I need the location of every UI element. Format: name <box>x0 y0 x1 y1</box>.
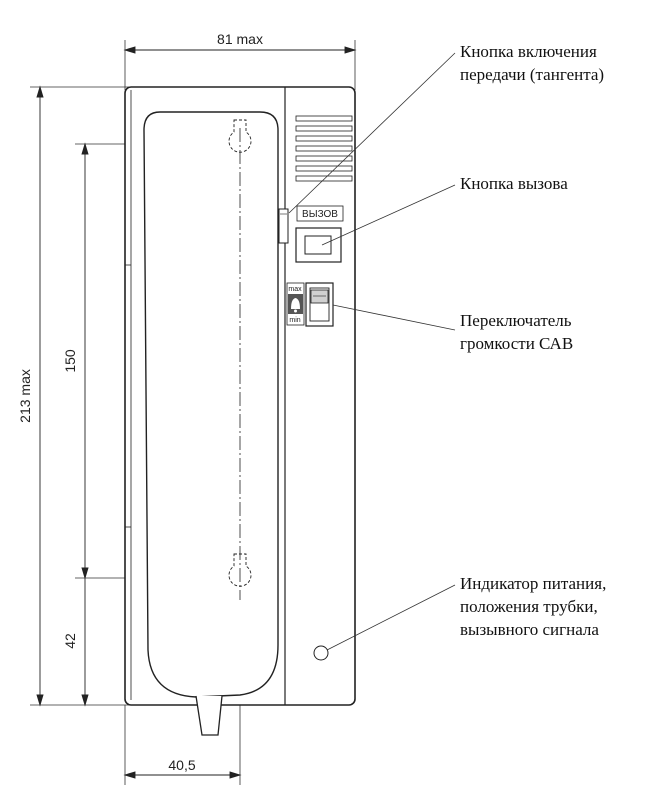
leader-lines <box>288 52 456 651</box>
volume-min-label: min <box>289 317 300 324</box>
callout-call-button: Кнопка вызова <box>460 174 568 193</box>
callout-volume-line2: громкости САВ <box>460 334 573 353</box>
volume-switch-knob[interactable] <box>310 289 329 304</box>
dim-handset-center: 40,5 <box>168 757 195 773</box>
dim-bottom-offset: 42 <box>62 633 78 649</box>
callout-ptt-line2: передачи (тангента) <box>460 65 604 84</box>
volume-scale: max min <box>286 282 305 326</box>
handset-cord <box>195 695 223 736</box>
speaker-grille <box>295 115 353 182</box>
call-button-label: ВЫЗОВ <box>302 209 338 220</box>
callout-indicator-line2: положения трубки, <box>460 597 598 616</box>
dim-hole-spacing: 150 <box>62 349 78 373</box>
dim-width-max: 81 max <box>217 31 263 47</box>
callout-indicator-line1: Индикатор питания, <box>460 574 606 593</box>
volume-max-label: max <box>288 286 302 293</box>
bell-icon <box>288 294 303 314</box>
handset <box>143 111 279 698</box>
ptt-button[interactable] <box>278 208 289 244</box>
dim-height-max: 213 max <box>17 369 33 423</box>
dimension-lines <box>36 46 357 779</box>
call-button-label-box <box>296 205 344 222</box>
mounting-hole-bottom <box>228 553 252 587</box>
callout-indicator-line3: вызывного сигнала <box>460 620 599 639</box>
callout-ptt-line1: Кнопка включения <box>460 42 597 61</box>
indicator-led <box>313 645 329 661</box>
callout-volume-line1: Переключатель <box>460 311 572 330</box>
mounting-hole-top <box>228 119 252 153</box>
